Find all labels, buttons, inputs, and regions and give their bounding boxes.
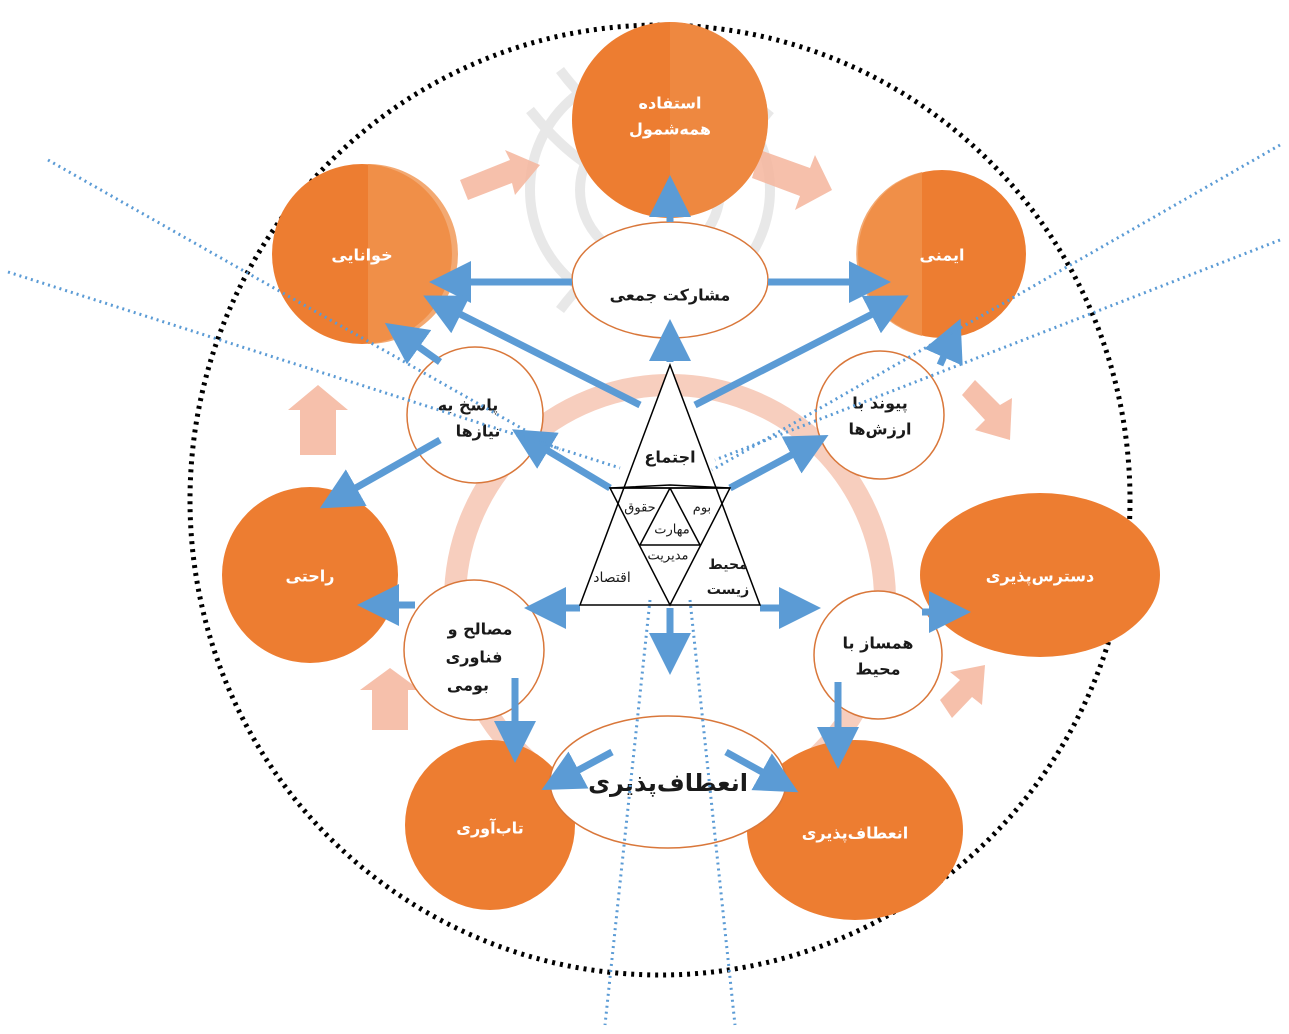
label-top-2: همه‌شمول	[629, 120, 711, 139]
connector-arrows	[319, 175, 971, 793]
label-inner-left-lower-1: مصالح و	[447, 620, 513, 639]
label-bottom-right: انعطاف‌پذیری	[802, 824, 909, 844]
triangle-right-top: بوم	[693, 501, 711, 516]
outer-circle-left: راحتی	[222, 487, 398, 663]
outer-circle-bottom-right: انعطاف‌پذیری	[747, 740, 963, 920]
inner-circle-left-lower: مصالح و فناوری بومی	[403, 579, 545, 721]
label-inner-right-lower-2: محیط	[855, 660, 900, 679]
label-top-1: استفاده	[639, 94, 702, 113]
triangle-center-bottom: مدیریت	[648, 549, 689, 564]
label-top-right: ایمنی	[920, 246, 965, 265]
label-bottom-left: تاب‌آوری	[456, 818, 523, 838]
triangle-right-bottom-2: زیست	[707, 582, 749, 598]
label-inner-left-lower-3: بومی	[447, 676, 489, 695]
triangle-left-bottom: اقتصاد	[593, 570, 630, 586]
center-triangle	[578, 362, 762, 607]
label-inner-bottom: انعطاف‌پذیری	[588, 769, 748, 797]
dotted-guide-lines	[7, 143, 1281, 1026]
triangle-right-bottom-1: محیط	[708, 557, 747, 573]
label-inner-right-lower-1: همساز با	[843, 634, 914, 653]
label-inner-left-upper-1: پاسخ به	[438, 396, 499, 416]
inner-circle-left-upper: پاسخ به نیازها	[406, 346, 544, 484]
triangle-left-top: حقوق	[624, 501, 655, 516]
label-right: دسترس‌پذیری	[986, 567, 1094, 587]
label-top-left: خوانایی	[331, 246, 392, 265]
inner-circle-right-upper: پیوند با ارزش‌ها	[815, 350, 945, 480]
label-inner-left-lower-2: فناوری	[446, 648, 503, 667]
outer-circle-top: استفاده همه‌شمول	[572, 22, 768, 218]
outer-circle-right: دسترس‌پذیری	[920, 493, 1160, 657]
label-inner-top: مشارکت جمعی	[610, 286, 731, 305]
outer-circle-bottom-left: تاب‌آوری	[405, 740, 575, 910]
label-left: راحتی	[286, 567, 335, 586]
label-inner-right-upper-2: ارزش‌ها	[848, 420, 911, 439]
inner-circle-top: مشارکت جمعی	[571, 221, 769, 339]
outer-circle-top-left: خوانایی	[272, 164, 458, 344]
inner-circle-right-lower: همساز با محیط	[813, 590, 943, 720]
inner-circle-bottom: انعطاف‌پذیری	[549, 715, 787, 849]
triangle-top: اجتماع	[644, 448, 695, 467]
triangle-center-top: مهارت	[654, 523, 689, 538]
label-inner-left-upper-2: نیازها	[456, 422, 501, 441]
label-inner-right-upper-1: پیوند با	[852, 394, 907, 414]
cycle-arrows	[288, 150, 1012, 730]
